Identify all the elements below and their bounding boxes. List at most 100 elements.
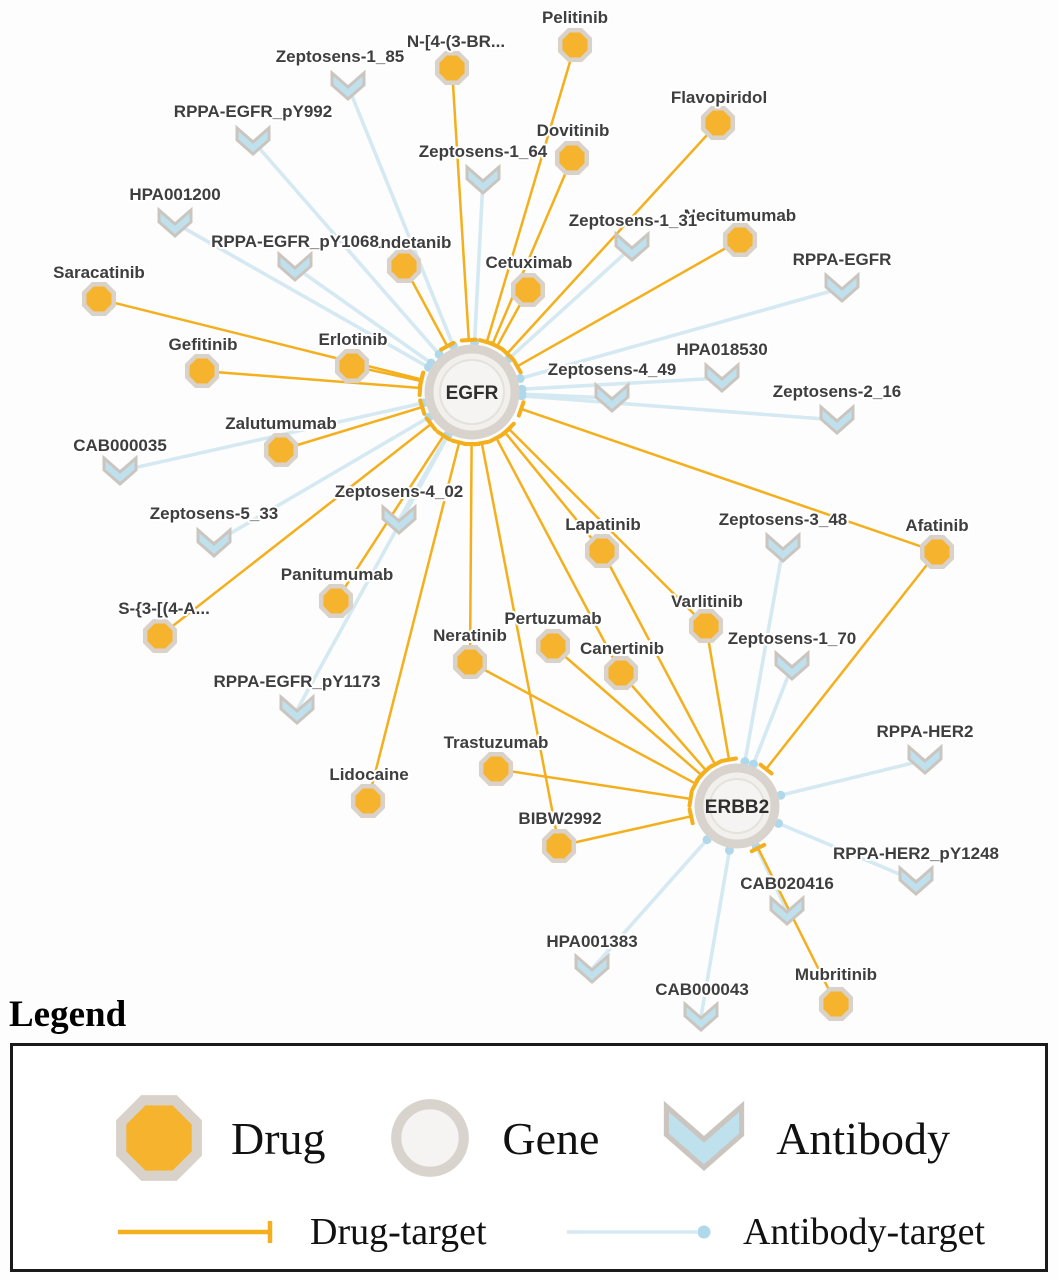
legend-item-drug-target: Drug-target [118, 1210, 487, 1254]
antibody-target-edge [251, 139, 441, 356]
inhibition-tee [435, 429, 452, 442]
drug-node [557, 27, 593, 63]
drug-target-edge-icon [118, 1221, 273, 1243]
antibody-target-edge [213, 415, 430, 545]
drug-node [318, 583, 354, 619]
antibody-node [102, 454, 138, 486]
antibody-node [614, 230, 650, 262]
drug-target-edge [503, 431, 603, 552]
node-label: Panitumumab [281, 565, 393, 584]
drug-node [350, 783, 386, 819]
legend-antibody-label: Antibody [776, 1112, 950, 1164]
drug-target-edge [756, 847, 838, 1005]
antibody-node [683, 1000, 719, 1032]
antibody-node [330, 69, 366, 101]
antibody-node [574, 952, 610, 984]
inhibition-tee [488, 341, 506, 352]
drug-node [81, 281, 117, 317]
drug-target-edge [507, 427, 707, 627]
legend-antibody-target-label: Antibody-target [742, 1211, 985, 1253]
inhibition-tee [698, 763, 714, 778]
node-layer [81, 27, 955, 1032]
drug-node [818, 986, 854, 1022]
node-label: BIBW2992 [518, 809, 601, 828]
node-label: HPA018530 [676, 340, 767, 359]
drug-target-edge [558, 815, 692, 848]
inhibition-tee [488, 432, 505, 444]
antibody-node [196, 526, 232, 558]
drug-target-edge [765, 551, 938, 770]
inhibition-tee [424, 416, 438, 432]
node-label: N-[4-(3-BR... [407, 32, 505, 51]
network-graph: EGFRERBB2PelitinibN-[4-(3-BR...Dovitinib… [51, 6, 1001, 1032]
node-label: HPA001383 [546, 932, 637, 951]
antibody-target-edge [751, 665, 794, 765]
antibody-node [235, 124, 271, 156]
drug-node [541, 828, 577, 864]
drug-node [263, 432, 299, 468]
drug-node [919, 534, 955, 570]
inhibition-tee [690, 775, 701, 792]
drug-node [184, 353, 220, 389]
node-label: S-{3-[(4-A... [118, 599, 210, 618]
antibody-node [594, 381, 630, 413]
inhibition-tee [749, 842, 767, 854]
drug-target-edge [480, 442, 561, 847]
antibody-target-edge [521, 376, 723, 392]
node-label: Pertuzumab [504, 609, 601, 628]
antibody-node-icon [664, 1100, 745, 1171]
drug-target-edge [469, 660, 697, 785]
node-label: Trastuzumab [444, 733, 549, 752]
antibody-node [381, 503, 417, 535]
node-label: Zeptosens-2_16 [773, 382, 902, 401]
node-label: Varlitinib [671, 592, 743, 611]
gene-label: EGFR [446, 383, 499, 404]
inhibition-tee [459, 337, 478, 343]
inhibition-tee [687, 789, 694, 808]
node-label: Lapatinib [565, 515, 641, 534]
antibody-target-edge [743, 547, 785, 763]
drug-node [334, 348, 370, 384]
antibody-node [898, 864, 934, 896]
node-label: RPPA-EGFR_pY992 [174, 102, 332, 121]
drug-target-edge [552, 645, 703, 777]
antibody-target-edge [780, 758, 926, 798]
drug-target-edge [600, 550, 717, 766]
drug-target-edge [516, 238, 741, 368]
gene-label: ERBB2 [705, 797, 769, 818]
drug-node [584, 533, 620, 569]
drug-target-edge [495, 437, 623, 674]
antibody-node [279, 693, 315, 725]
drug-node [510, 272, 546, 308]
antibody-node [465, 163, 501, 195]
drug-node [722, 222, 758, 258]
antibody-target-edge [521, 394, 838, 422]
antibody-target-edge [777, 821, 917, 883]
node-label: Zalutumumab [225, 414, 336, 433]
antibody-node [704, 361, 740, 393]
antibody-target-edge [174, 221, 430, 369]
antibody-node [157, 206, 193, 238]
node-label: RPPA-HER2_pY1248 [833, 844, 999, 863]
node-label: Lidocaine [329, 765, 408, 784]
antibody-node [765, 531, 801, 563]
antibody-node [824, 271, 860, 303]
antibody-edge-endpoint [517, 391, 527, 401]
node-label: Saracatinib [53, 263, 145, 282]
legend-item-antibody: Antibody [658, 1094, 950, 1182]
node-label: Zeptosens-1_31 [569, 211, 698, 230]
node-label: CAB000035 [73, 436, 167, 455]
node-label: Gefitinib [169, 335, 238, 354]
node-label: Canertinib [580, 639, 664, 658]
drug-node-icon [116, 1095, 202, 1181]
legend-edge-types-row: Drug-target Antibody-target [13, 1206, 1045, 1258]
node-label: CAB000043 [655, 980, 749, 999]
node-label: Zeptosens-1_70 [728, 629, 857, 648]
inhibition-tee [720, 756, 738, 763]
drug-node [478, 751, 514, 787]
drug-target-edge [280, 405, 423, 452]
drug-node [452, 644, 488, 680]
inhibition-tee [511, 358, 523, 375]
drug-node [434, 50, 470, 86]
